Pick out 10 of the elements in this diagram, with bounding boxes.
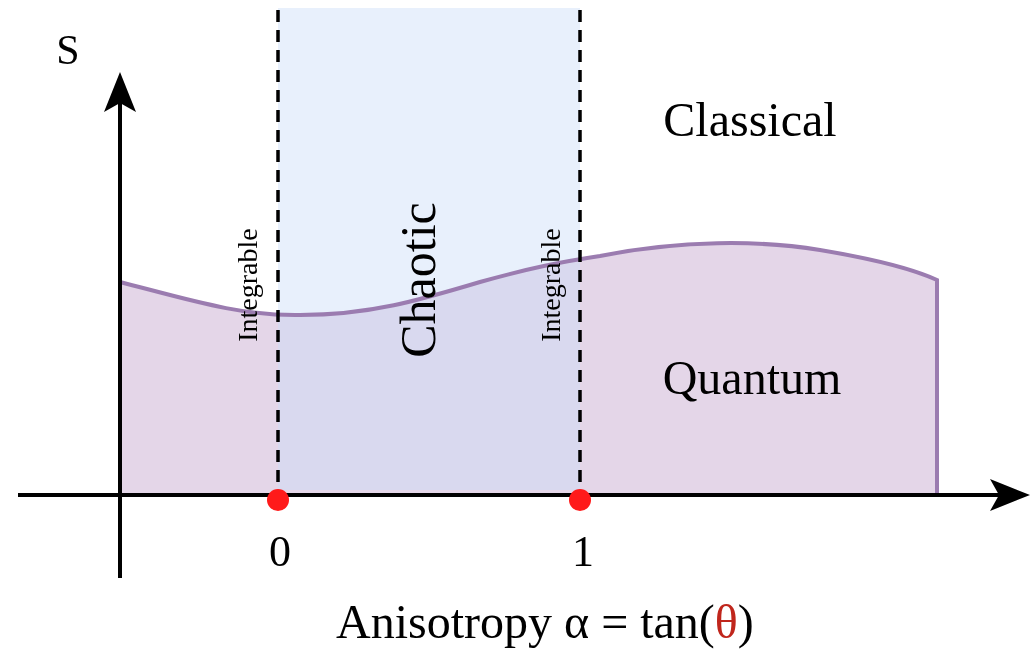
tick-label: 0 [269,530,291,574]
boundary-label: Integrable [234,228,262,342]
boundary-label: Integrable [537,228,565,342]
region-label: Quantum [662,354,842,402]
axis-title: Anisotropy α = tan( [336,598,715,646]
tick-label: 1 [572,530,594,574]
axis-label: S [56,29,80,71]
axis-title: θ [714,598,738,646]
region-label: Classical [663,96,837,144]
region-label: Chaotic [393,202,443,358]
